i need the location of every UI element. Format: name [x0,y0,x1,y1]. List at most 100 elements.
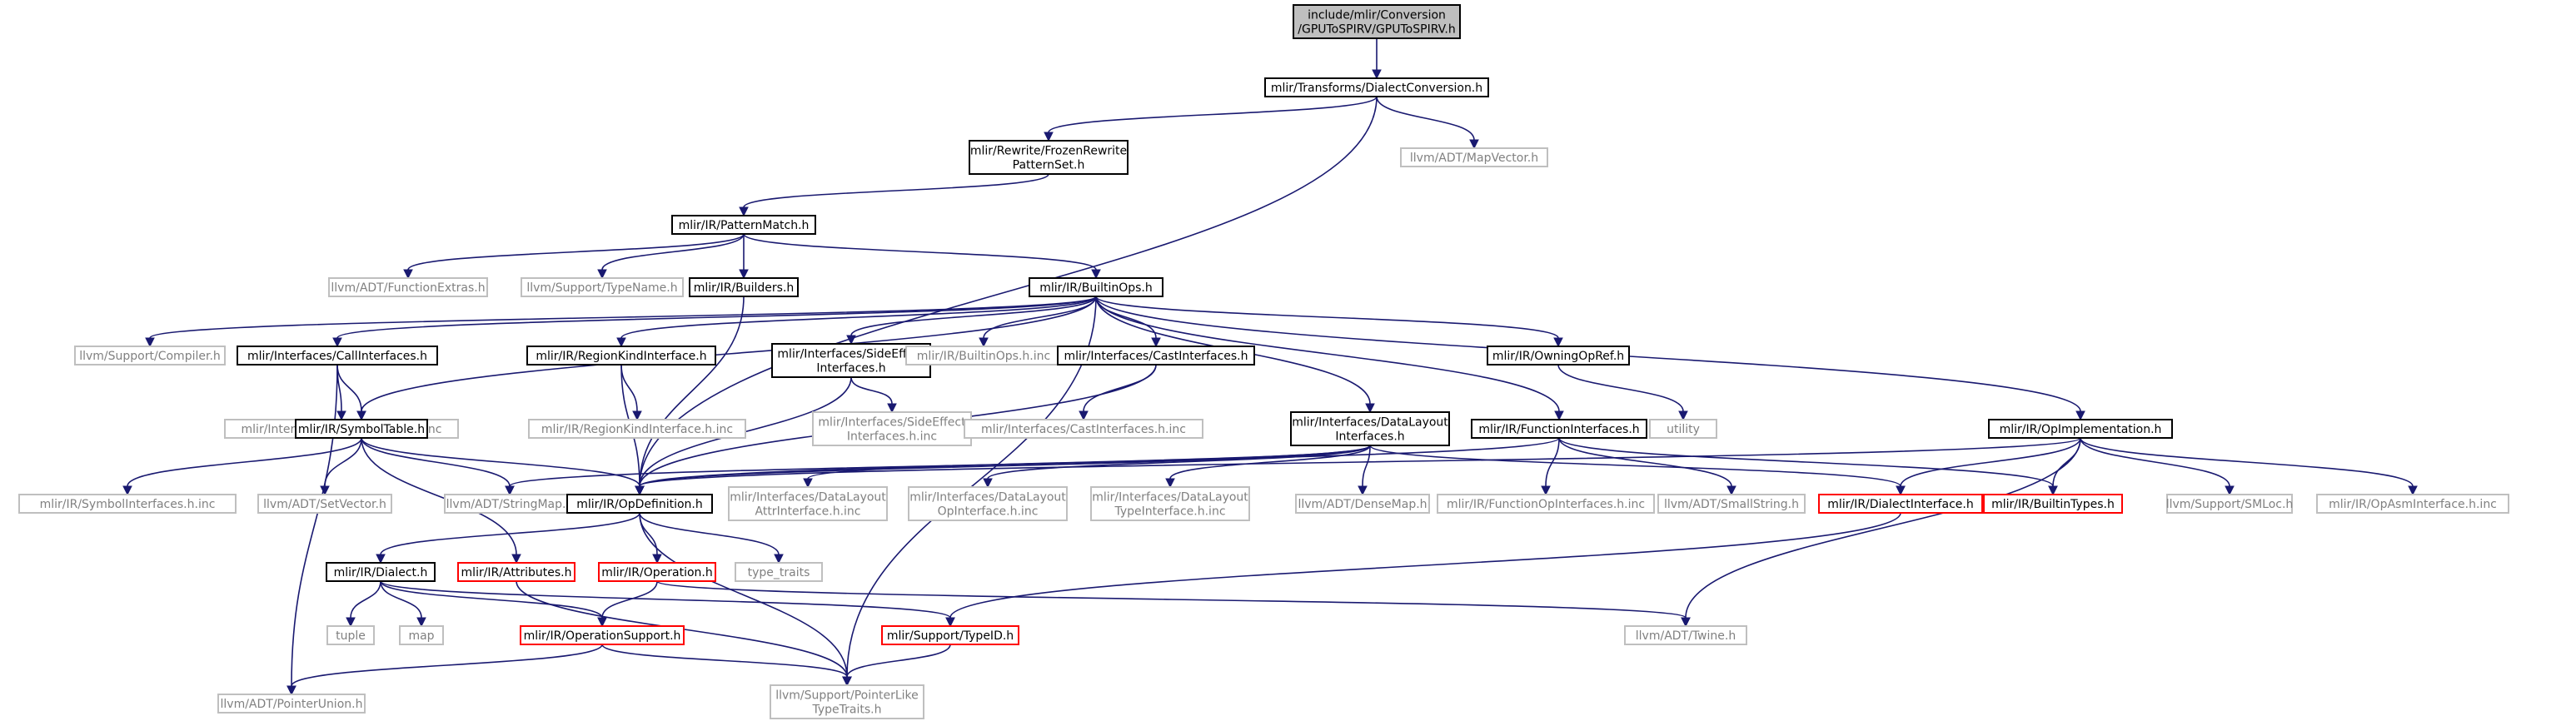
edge-line [850,296,1097,336]
edge-line [380,512,640,555]
edge-funcif-to-funcopinc [1541,437,1560,496]
edge-line [1900,437,2081,487]
node-pointerunion: llvm/ADT/PointerUnion.h [217,694,366,714]
edge-line [639,96,1378,487]
edge-root-to-dialectconv [1372,38,1382,80]
node-attributes[interactable]: mlir/IR/Attributes.h [457,562,575,582]
edge-line [380,580,951,619]
edge-arrowhead [635,485,645,496]
node-callif[interactable]: mlir/Interfaces/CallInterfaces.h [237,346,438,365]
node-label: llvm/ADT/Twine.h [1636,629,1736,643]
node-funcif[interactable]: mlir/IR/FunctionInterfaces.h [1471,419,1647,439]
edge-arrowhead [739,206,749,217]
node-opdef[interactable]: mlir/IR/OpDefinition.h [566,494,713,514]
edge-line [639,296,745,487]
node-label: mlir/IR/FunctionOpInterfaces.h.inc [1447,498,1645,511]
node-opimpl[interactable]: mlir/IR/OpImplementation.h [1988,419,2173,439]
node-dialectconv[interactable]: mlir/Transforms/DialectConversion.h [1264,77,1489,97]
node-box [881,625,1019,645]
edge-arrowhead [2408,485,2418,496]
edge-dialect-to-map [380,580,426,628]
node-box [1471,419,1647,439]
edge-line [1083,364,1157,412]
node-label: TypeTraits.h [812,704,882,717]
node-label: mlir/IR/PatternMatch.h [679,219,810,232]
node-label: mlir/IR/Dialect.h [334,566,428,579]
node-label: tuple [336,629,366,643]
node-castif[interactable]: mlir/Interfaces/CastInterfaces.h [1057,346,1255,365]
node-typename: llvm/Support/TypeName.h [521,277,684,297]
node-box [689,277,799,297]
edge-arrowhead [945,617,955,628]
node-label: llvm/ADT/PointerUnion.h [221,698,363,711]
edge-sideeffect-to-sideeffectinc [850,376,897,414]
edge-builtinops-to-regionkind [616,296,1097,348]
edge-datalayoutif-to-dlopinc [983,445,1371,489]
edge-arrowhead [511,554,521,564]
node-label: llvm/Support/PointerLike [775,689,919,703]
node-box [1400,147,1548,167]
node-label: mlir/IR/SymbolTable.h [298,423,425,436]
node-label: mlir/IR/OwningOpRef.h [1492,350,1624,363]
node-owningopref[interactable]: mlir/IR/OwningOpRef.h [1487,346,1630,365]
edge-line [949,512,1901,619]
node-box [1090,486,1250,521]
edge-arrowhead [983,478,993,489]
node-operation[interactable]: mlir/IR/Operation.h [598,562,716,582]
edge-line [350,580,381,619]
edge-callif-to-symboltable [336,364,366,421]
edge-line [1557,364,1684,412]
edge-builtinops-to-sideeffect [846,296,1097,346]
node-opsupport[interactable]: mlir/IR/OperationSupport.h [520,625,685,645]
edge-arrowhead [1091,269,1101,280]
edge-symboltable-to-stringmap [361,437,515,496]
node-label: mlir/IR/SymbolInterfaces.h.inc [40,498,216,511]
node-builtintypes[interactable]: mlir/IR/BuiltinTypes.h [1983,494,2123,514]
node-twine: llvm/ADT/Twine.h [1624,625,1747,645]
node-box [237,346,438,365]
edge-line [639,437,1560,487]
node-label: mlir/Interfaces/DataLayout [1092,491,1248,505]
edge-arrowhead [887,403,897,414]
node-symboltable[interactable]: mlir/IR/SymbolTable.h [295,419,428,439]
node-utility: utility [1649,419,1717,439]
node-builders[interactable]: mlir/IR/Builders.h [689,277,799,297]
node-dialectif[interactable]: mlir/IR/DialectInterface.h [1818,494,1983,514]
edge-arrowhead [652,554,662,564]
edge-line [2080,437,2414,487]
node-box [328,277,488,297]
node-label: mlir/Interfaces/SideEffect [777,348,925,361]
node-dlopinc: mlir/Interfaces/DataLayoutOpInterface.h.… [908,486,1068,521]
edge-symboltable-to-symbolifinc [122,437,362,496]
node-setvector: llvm/ADT/SetVector.h [257,494,392,514]
edge-builtinops-to-owningopref [1095,296,1563,348]
node-patternmatch[interactable]: mlir/IR/PatternMatch.h [671,215,816,235]
edge-line [1558,437,1732,487]
node-regionkind[interactable]: mlir/IR/RegionKindInterface.h [526,346,716,365]
edge-arrowhead [376,554,386,564]
edge-line [407,233,745,271]
node-builtinops[interactable]: mlir/IR/BuiltinOps.h [1029,277,1163,297]
node-label: mlir/IR/OperationSupport.h [524,629,681,643]
node-typeid[interactable]: mlir/Support/TypeID.h [881,625,1019,645]
edge-arrowhead [842,676,852,687]
edge-operation-to-opsupport [597,580,658,628]
node-label: llvm/Support/SMLoc.h [2166,498,2294,511]
node-label: TypeInterface.h.inc [1114,505,1225,519]
node-label: mlir/Support/TypeID.h [887,629,1014,643]
node-box [1624,625,1747,645]
edge-symboltable-to-setvector [320,437,362,496]
node-box [598,562,716,582]
node-label: mlir/Interfaces/SideEffect [818,416,966,430]
node-root[interactable]: include/mlir/Conversion/GPUToSPIRV/GPUTo… [1293,4,1461,39]
node-dialect[interactable]: mlir/IR/Dialect.h [326,562,436,582]
node-symbolifinc: mlir/IR/SymbolInterfaces.h.inc [18,494,237,514]
edge-patternmatch-to-builtinops [743,233,1101,280]
edge-funcif-to-smallstring [1558,437,1736,496]
edge-arrowhead [1554,410,1564,421]
edge-line [1095,296,1560,412]
